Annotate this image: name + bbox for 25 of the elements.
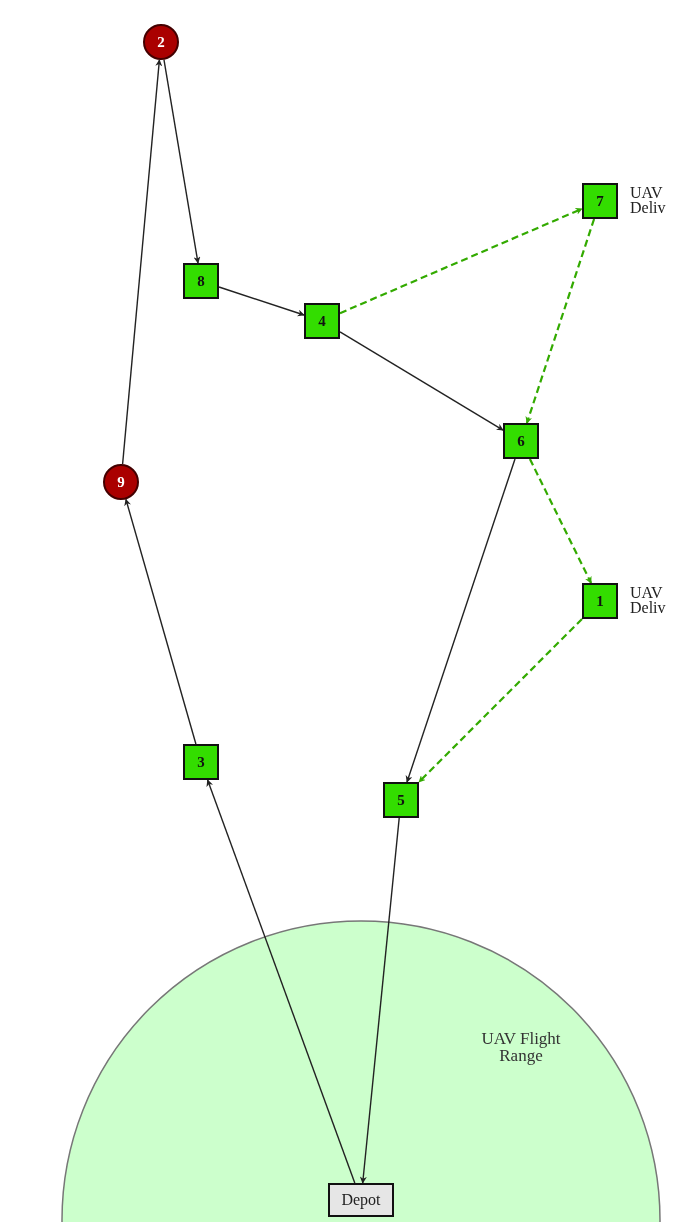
dashed-arrow — [528, 458, 593, 584]
node-caption: UAV Deliv — [630, 185, 667, 215]
customer-box: 8 — [183, 263, 219, 299]
arrow — [359, 817, 400, 1184]
arrow — [206, 779, 356, 1184]
dashed-arrow — [418, 618, 583, 783]
area-label: UAV Flight Range — [480, 1030, 562, 1064]
dashed-arrow — [339, 207, 583, 315]
node-caption: UAV Deliv — [630, 585, 667, 615]
customer-circle: 2 — [143, 24, 179, 60]
customer-box: 6 — [503, 423, 539, 459]
arrow — [405, 458, 516, 783]
customer-circle: 9 — [103, 464, 139, 500]
customer-box: 4 — [304, 303, 340, 339]
customer-box: 7 — [582, 183, 618, 219]
depot-box: Depot — [328, 1183, 394, 1217]
arrow — [218, 286, 305, 317]
customer-box: 3 — [183, 744, 219, 780]
customer-box: 5 — [383, 782, 419, 818]
arrow — [124, 498, 197, 745]
customer-box: 1 — [582, 583, 618, 619]
arrow — [339, 331, 504, 431]
arrow — [163, 59, 201, 264]
dashed-arrow — [525, 218, 596, 424]
arrow — [121, 59, 163, 465]
